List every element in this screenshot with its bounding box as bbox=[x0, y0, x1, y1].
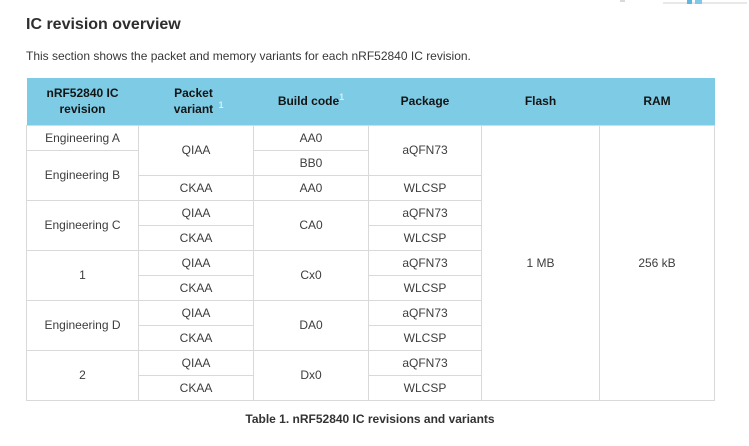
package-cell: aQFN73 bbox=[368, 249, 482, 276]
table-row: CKAA WLCSP bbox=[27, 274, 715, 301]
package-cell: WLCSP bbox=[368, 324, 482, 351]
col-header-build-code-label: Build code bbox=[277, 94, 340, 109]
package-cell: WLCSP bbox=[368, 174, 482, 201]
revision-cell: 2 bbox=[26, 349, 139, 401]
col-header-flash-label: Flash bbox=[524, 94, 557, 109]
table-row: Engineering C QIAA CA0 aQFN73 bbox=[26, 199, 715, 251]
clipped-ui-fragment bbox=[620, 0, 625, 2]
table-row: CKAA AA0 WLCSP bbox=[27, 174, 715, 201]
clipped-toolbar-divider bbox=[663, 2, 747, 4]
build-code-cell: BB0 bbox=[253, 149, 369, 176]
build-code-cell: CA0 bbox=[253, 199, 369, 251]
package-cell: WLCSP bbox=[368, 274, 482, 301]
ram-cell: 256 kB bbox=[599, 124, 715, 401]
packet-variant-cell: QIAA bbox=[138, 199, 254, 226]
packet-variant-cell: CKAA bbox=[138, 224, 254, 251]
table-row: Engineering D QIAA DA0 aQFN73 bbox=[26, 299, 715, 351]
table-row: Engineering A QIAA AA0 aQFN73 1 MB 256 k… bbox=[26, 124, 715, 401]
table-row: CKAA WLCSP bbox=[27, 324, 715, 351]
packet-variant-cell: CKAA bbox=[138, 274, 254, 301]
revision-cell: 1 bbox=[26, 249, 139, 301]
col-header-flash: Flash bbox=[481, 78, 600, 125]
build-code-cell: DA0 bbox=[253, 299, 369, 351]
col-header-packet-variant-label: Packet variant bbox=[173, 86, 214, 117]
footnote-link[interactable]: 1 bbox=[218, 100, 224, 111]
col-header-packet-variant: Packet variant 1 bbox=[138, 78, 254, 125]
package-cell: WLCSP bbox=[368, 374, 482, 401]
col-header-revision: nRF52840 IC revision bbox=[26, 78, 139, 125]
revision-cell: Engineering C bbox=[26, 199, 139, 251]
packet-variant-cell: CKAA bbox=[138, 374, 254, 401]
col-header-package-label: Package bbox=[400, 94, 450, 109]
table-row: CKAA WLCSP bbox=[27, 374, 715, 401]
header-row: nRF52840 IC revision Packet variant 1 Bui… bbox=[26, 78, 715, 125]
table-row: CKAA WLCSP bbox=[27, 224, 715, 251]
page-title: IC revision overview bbox=[26, 16, 181, 33]
table-caption: Table 1. nRF52840 IC revisions and varia… bbox=[245, 412, 495, 426]
clipped-icon-fragment[interactable] bbox=[695, 0, 702, 4]
package-cell: aQFN73 bbox=[368, 199, 482, 226]
package-cell: aQFN73 bbox=[368, 124, 482, 176]
build-code-cell: Cx0 bbox=[253, 249, 369, 301]
packet-variant-cell: CKAA bbox=[138, 324, 254, 351]
revision-cell: Engineering D bbox=[26, 299, 139, 351]
col-header-revision-label: nRF52840 IC revision bbox=[46, 86, 119, 117]
package-cell: aQFN73 bbox=[368, 299, 482, 326]
col-header-package: Package bbox=[368, 78, 482, 125]
col-header-ram: RAM bbox=[599, 78, 715, 125]
revision-cell: Engineering A bbox=[26, 124, 139, 151]
packet-variant-cell: CKAA bbox=[138, 174, 254, 201]
intro-text: This section shows the packet and memory… bbox=[26, 49, 471, 63]
table-row: 2 QIAA Dx0 aQFN73 bbox=[26, 349, 715, 401]
packet-variant-cell: QIAA bbox=[138, 349, 254, 376]
revision-cell: Engineering B bbox=[26, 149, 139, 201]
package-cell: aQFN73 bbox=[368, 349, 482, 376]
packet-variant-cell: QIAA bbox=[138, 249, 254, 276]
package-cell: WLCSP bbox=[368, 224, 482, 251]
footnote-link[interactable]: 1 bbox=[339, 92, 345, 103]
flash-cell: 1 MB bbox=[481, 124, 600, 401]
ic-revision-table: nRF52840 IC revision Packet variant 1 Bui… bbox=[26, 78, 715, 401]
build-code-cell: AA0 bbox=[253, 174, 369, 201]
table-row: Engineering B BB0 bbox=[26, 149, 715, 201]
build-code-cell: Dx0 bbox=[253, 349, 369, 401]
packet-variant-cell: QIAA bbox=[138, 299, 254, 326]
col-header-ram-label: RAM bbox=[643, 94, 671, 109]
clipped-icon-fragment[interactable] bbox=[687, 0, 692, 4]
build-code-cell: AA0 bbox=[253, 124, 369, 151]
col-header-build-code: Build code1 bbox=[253, 78, 369, 125]
packet-variant-cell: QIAA bbox=[138, 124, 254, 176]
